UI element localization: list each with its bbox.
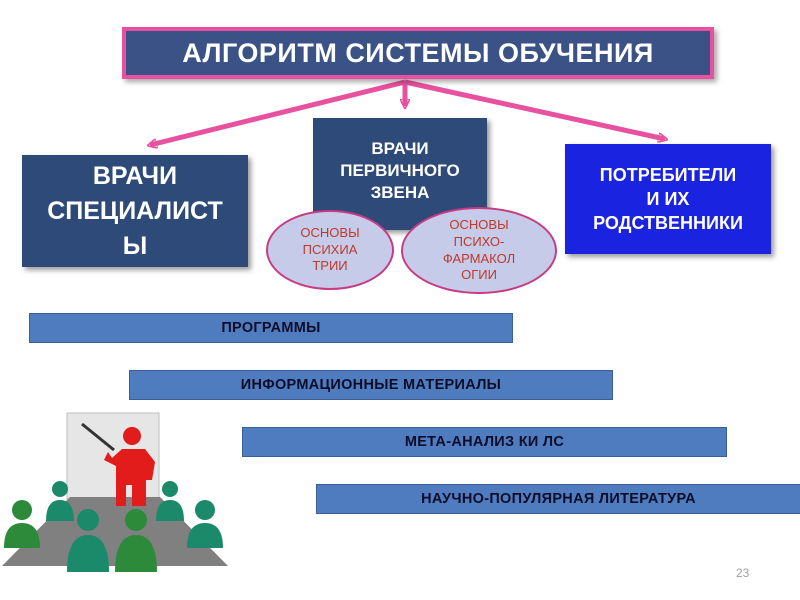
bar-popular-literature: НАУЧНО-ПОПУЛЯРНАЯ ЛИТЕРАТУРА (316, 484, 800, 514)
pointer-stick (81, 422, 115, 452)
audience-back-left (46, 481, 74, 521)
box-consumers: ПОТРЕБИТЕЛИ И ИХ РОДСТВЕННИКИ (565, 144, 771, 254)
audience-right (187, 500, 223, 548)
ellipse-pharmacology: ОСНОВЫ ПСИХО- ФАРМАКОЛ ОГИИ (401, 207, 557, 294)
bar-meta-analysis: МЕТА-АНАЛИЗ КИ ЛС (242, 427, 727, 457)
bar-info-materials: ИНФОРМАЦИОННЫЕ МАТЕРИАЛЫ (129, 370, 613, 400)
audience-left (4, 500, 40, 548)
arrow-to-consumers (404, 79, 665, 139)
diagram-title: АЛГОРИТМ СИСТЕМЫ ОБУЧЕНИЯ (122, 27, 714, 79)
audience-back-right (156, 481, 184, 521)
bar-programs: ПРОГРАММЫ (29, 313, 513, 343)
audience-front-2 (115, 509, 157, 572)
ellipse-psychiatry: ОСНОВЫ ПСИХИА ТРИИ (266, 210, 394, 290)
slide-number: 23 (736, 566, 750, 580)
teacher-figure (104, 427, 155, 506)
arrow-to-specialists (150, 79, 406, 145)
audience-front-1 (67, 509, 109, 572)
box-specialists: ВРАЧИ СПЕЦИАЛИСТ Ы (22, 155, 248, 267)
